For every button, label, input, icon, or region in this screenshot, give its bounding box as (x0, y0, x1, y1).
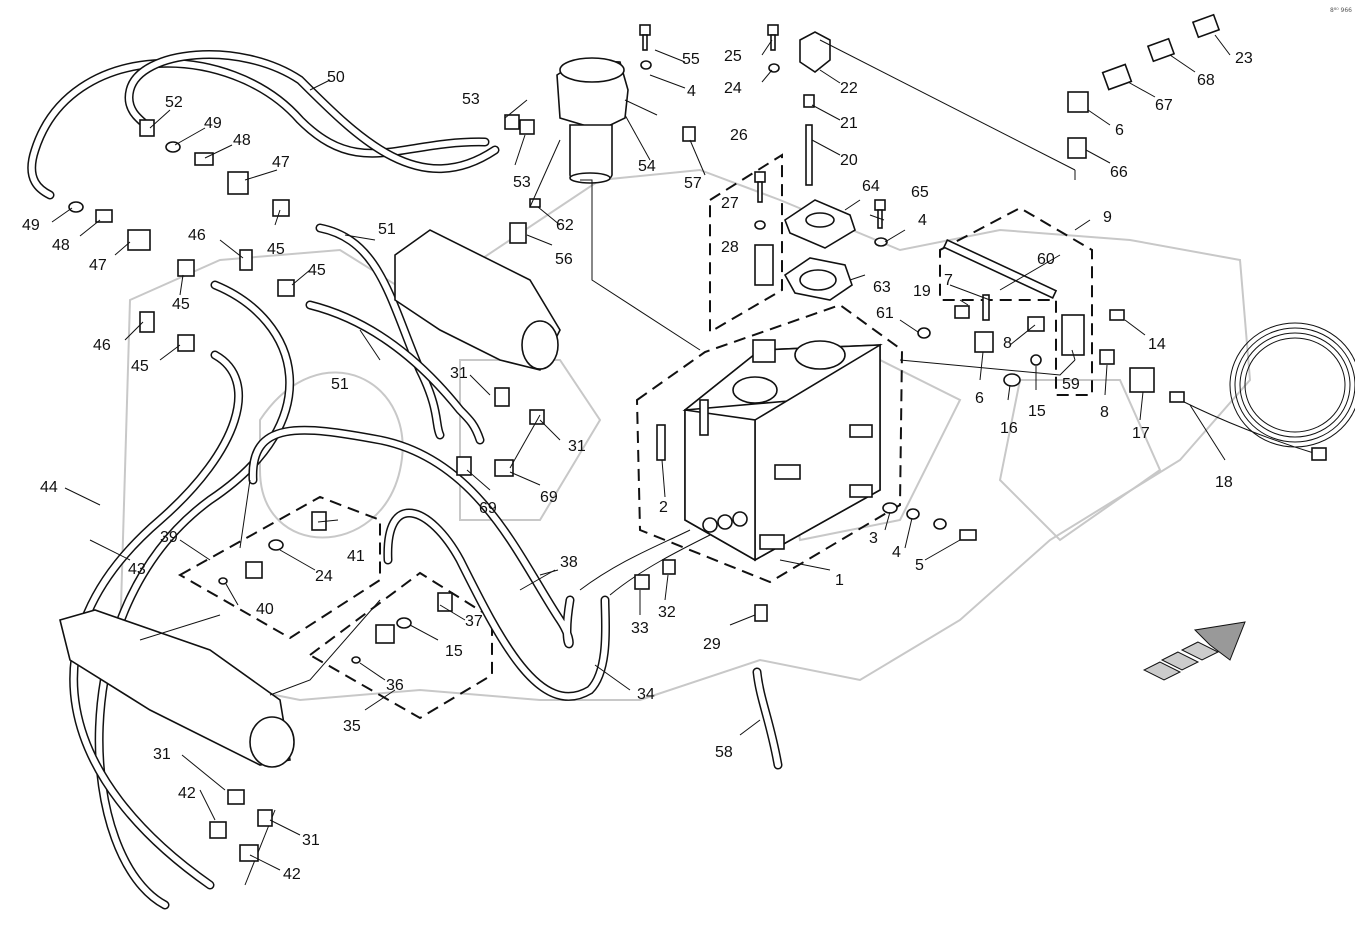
callout-2: 2 (659, 499, 668, 516)
callout-35: 35 (343, 718, 361, 735)
callout-7: 7 (944, 272, 953, 289)
callout-48: 48 (233, 132, 251, 149)
callout-48: 48 (52, 237, 70, 254)
callout-9: 9 (1103, 209, 1112, 226)
callout-46: 46 (188, 227, 206, 244)
callout-65: 65 (911, 184, 929, 201)
callout-31: 31 (153, 746, 171, 763)
callout-63: 63 (873, 279, 891, 296)
callout-69: 69 (540, 489, 558, 506)
callout-15: 15 (1028, 403, 1046, 420)
callout-50: 50 (327, 69, 345, 86)
callout-19: 19 (913, 283, 931, 300)
callout-64: 64 (862, 178, 880, 195)
callout-41: 41 (347, 548, 365, 565)
coiled-hose (1169, 322, 1355, 461)
callout-31: 31 (450, 365, 468, 382)
callout-51: 51 (378, 221, 396, 238)
callout-58: 58 (715, 744, 733, 761)
callout-57: 57 (684, 175, 702, 192)
callout-4: 4 (892, 544, 901, 561)
callout-labels: 1 2 3 4 4 4 4 5 6 6 7 8 8 9 14 15 15 16 … (22, 48, 1253, 883)
corner-mark: 8⁸⁰ 966 (1330, 7, 1352, 14)
callout-23: 23 (1235, 50, 1253, 67)
callout-45: 45 (308, 262, 326, 279)
callout-6: 6 (1115, 122, 1124, 139)
return-filter (556, 57, 629, 184)
callout-56: 56 (555, 251, 573, 268)
callout-16: 16 (1000, 420, 1018, 437)
pump-units (59, 229, 561, 768)
callout-45: 45 (131, 358, 149, 375)
forward-arrow-icon (1142, 621, 1246, 681)
callout-24: 24 (315, 568, 333, 585)
callout-31: 31 (568, 438, 586, 455)
callout-25: 25 (724, 48, 742, 65)
leader-lines (51, 34, 1231, 871)
callout-39: 39 (160, 529, 178, 546)
callout-4: 4 (918, 212, 927, 229)
callout-53: 53 (462, 91, 480, 108)
callout-34: 34 (637, 686, 655, 703)
callout-17: 17 (1132, 425, 1150, 442)
callout-18: 18 (1215, 474, 1233, 491)
callout-68: 68 (1197, 72, 1215, 89)
callout-59: 59 (1062, 376, 1080, 393)
callout-47: 47 (272, 154, 290, 171)
callout-45: 45 (267, 241, 285, 258)
callout-62: 62 (556, 217, 574, 234)
callout-67: 67 (1155, 97, 1173, 114)
callout-28: 28 (721, 239, 739, 256)
callout-49: 49 (204, 115, 222, 132)
callout-60: 60 (1037, 251, 1055, 268)
callout-21: 21 (840, 115, 858, 132)
callout-66: 66 (1110, 164, 1128, 181)
callout-14: 14 (1148, 336, 1166, 353)
callout-54: 54 (638, 158, 656, 175)
callout-8: 8 (1003, 335, 1012, 352)
callout-46: 46 (93, 337, 111, 354)
callout-5: 5 (915, 557, 924, 574)
callout-31: 31 (302, 832, 320, 849)
callout-49: 49 (22, 217, 40, 234)
callout-1: 1 (835, 572, 844, 589)
callout-37: 37 (465, 613, 483, 630)
callout-22: 22 (840, 80, 858, 97)
callout-20: 20 (840, 152, 858, 169)
callout-51: 51 (331, 376, 349, 393)
callout-47: 47 (89, 257, 107, 274)
callout-33: 33 (631, 620, 649, 637)
callout-53: 53 (513, 174, 531, 191)
oil-tank (656, 339, 883, 562)
callout-44: 44 (40, 479, 58, 496)
callout-55: 55 (682, 51, 700, 68)
callout-24: 24 (724, 80, 742, 97)
callout-42: 42 (283, 866, 301, 883)
callout-52: 52 (165, 94, 183, 111)
callout-3: 3 (869, 530, 878, 547)
callout-26: 26 (730, 127, 748, 144)
callout-27: 27 (721, 195, 739, 212)
callout-15: 15 (445, 643, 463, 660)
callout-45: 45 (172, 296, 190, 313)
callout-6: 6 (975, 390, 984, 407)
fittings (68, 13, 1221, 862)
callout-43: 43 (128, 561, 146, 578)
hoses (27, 50, 783, 910)
callout-36: 36 (386, 677, 404, 694)
callout-8: 8 (1100, 404, 1109, 421)
callout-61: 61 (876, 305, 894, 322)
callout-40: 40 (256, 601, 274, 618)
callout-29: 29 (703, 636, 721, 653)
callout-4: 4 (687, 83, 696, 100)
tank-covers (783, 199, 856, 301)
callout-42: 42 (178, 785, 196, 802)
callout-69: 69 (479, 500, 497, 517)
callout-32: 32 (658, 604, 676, 621)
dashed-group-outlines (177, 153, 1093, 720)
callout-38: 38 (560, 554, 578, 571)
